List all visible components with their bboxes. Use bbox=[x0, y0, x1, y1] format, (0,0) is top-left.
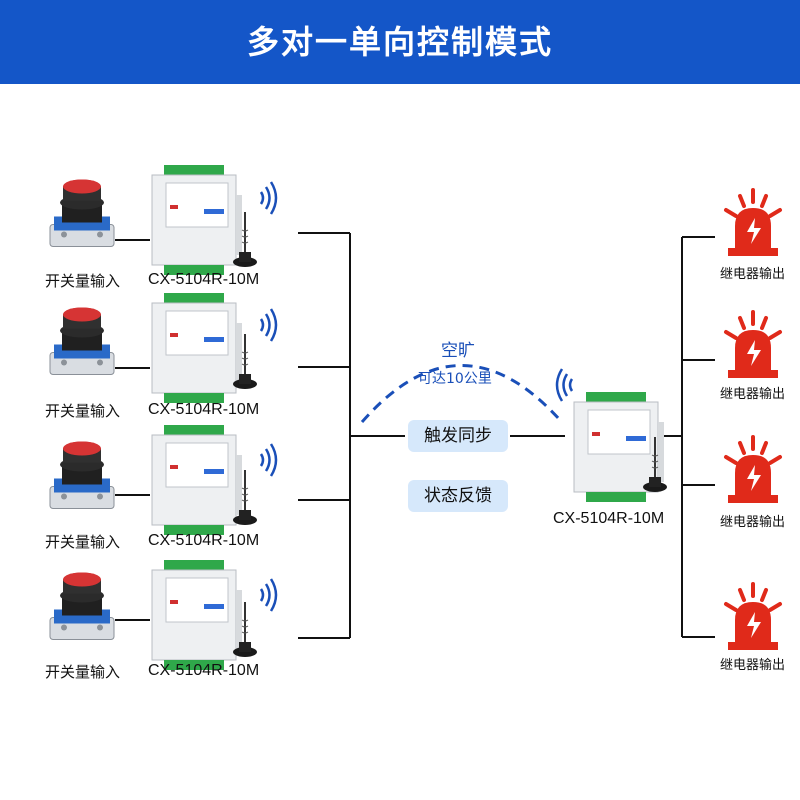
signal-waves-icon bbox=[258, 575, 278, 615]
receiver-model-label: CX-5104R-10M bbox=[553, 510, 665, 527]
antenna bbox=[230, 600, 260, 660]
model-label: CX-5104R-10M bbox=[148, 401, 260, 418]
push-button bbox=[42, 432, 122, 517]
alarm-light-icon bbox=[718, 435, 788, 505]
input-label: 开关量输入 bbox=[45, 402, 121, 420]
alarm-light-icon bbox=[718, 582, 788, 652]
environment-label: 空旷 bbox=[441, 341, 475, 361]
title-banner bbox=[0, 0, 800, 84]
range-label: 可达10公里 bbox=[418, 371, 492, 387]
antenna bbox=[230, 468, 260, 528]
feature-tag-status-feedback: 状态反馈 bbox=[408, 480, 508, 512]
feature-tag-trigger-sync: 触发同步 bbox=[408, 420, 508, 452]
push-button bbox=[42, 563, 122, 648]
page-title: 多对一单向控制模式 bbox=[246, 23, 553, 61]
signal-waves-icon bbox=[258, 305, 278, 345]
push-button bbox=[42, 298, 122, 383]
signal-waves-icon bbox=[258, 440, 278, 480]
relay-output-label: 继电器输出 bbox=[720, 387, 786, 402]
model-label: CX-5104R-10M bbox=[148, 532, 260, 549]
antenna bbox=[230, 210, 260, 270]
input-label: 开关量输入 bbox=[45, 663, 121, 681]
input-label: 开关量输入 bbox=[45, 272, 121, 290]
alarm-light-icon bbox=[718, 310, 788, 380]
relay-output-label: 继电器输出 bbox=[720, 515, 786, 530]
push-button bbox=[42, 170, 122, 255]
alarm-light-icon bbox=[718, 188, 788, 258]
signal-waves-icon bbox=[258, 178, 278, 218]
antenna bbox=[640, 435, 670, 495]
model-label: CX-5104R-10M bbox=[148, 271, 260, 288]
antenna bbox=[230, 332, 260, 392]
relay-output-label: 继电器输出 bbox=[720, 658, 786, 673]
model-label: CX-5104R-10M bbox=[148, 662, 260, 679]
relay-output-label: 继电器输出 bbox=[720, 267, 786, 282]
input-label: 开关量输入 bbox=[45, 533, 121, 551]
